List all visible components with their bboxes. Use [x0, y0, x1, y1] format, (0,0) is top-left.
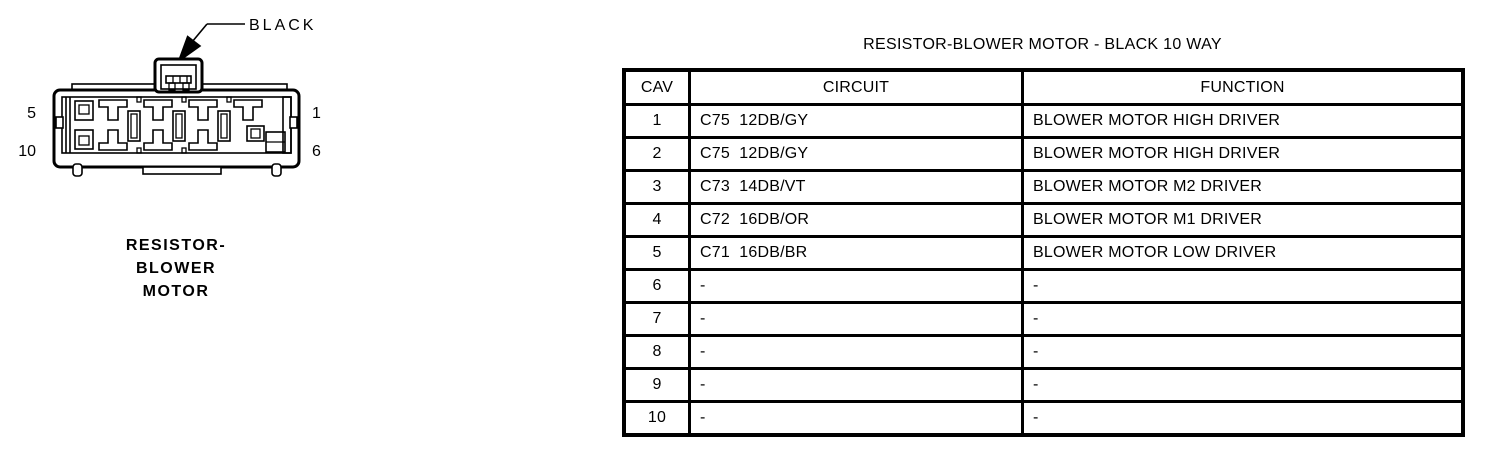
circuit-cell: -: [688, 400, 1024, 437]
table-header-row: CAV CIRCUIT FUNCTION: [622, 68, 1465, 106]
connector-caption: RESISTOR- BLOWER MOTOR: [96, 234, 256, 303]
cav-cell: 9: [622, 367, 691, 403]
pin-label-6: 6: [312, 143, 321, 160]
function-cell: BLOWER MOTOR LOW DRIVER: [1021, 235, 1465, 271]
table-row: 6--: [622, 268, 1465, 304]
pin-label-5: 5: [27, 105, 36, 122]
connector-mount-details: [72, 163, 282, 177]
function-cell: BLOWER MOTOR M2 DRIVER: [1021, 169, 1465, 205]
connector-color-label: BLACK: [249, 17, 316, 34]
cav-cell: 3: [622, 169, 691, 205]
circuit-cell: -: [688, 301, 1024, 337]
cav-cell: 4: [622, 202, 691, 238]
table-row: 7--: [622, 301, 1465, 337]
circuit-cell: C73 14DB/VT: [688, 169, 1024, 205]
function-cell: -: [1021, 268, 1465, 304]
table-row: 8--: [622, 334, 1465, 370]
function-cell: -: [1021, 400, 1465, 437]
function-cell: BLOWER MOTOR M1 DRIVER: [1021, 202, 1465, 238]
connector-latch-icon: [153, 57, 204, 94]
circuit-cell: -: [688, 367, 1024, 403]
function-cell: BLOWER MOTOR HIGH DRIVER: [1021, 136, 1465, 172]
connector-caption-line: BLOWER: [135, 260, 217, 277]
cav-cell: 6: [622, 268, 691, 304]
function-cell: BLOWER MOTOR HIGH DRIVER: [1021, 103, 1465, 139]
function-cell: -: [1021, 334, 1465, 370]
connector-caption-line: MOTOR: [142, 283, 210, 300]
cav-cell: 5: [622, 235, 691, 271]
cav-cell: 1: [622, 103, 691, 139]
circuit-cell: C72 16DB/OR: [688, 202, 1024, 238]
cav-cell: 7: [622, 301, 691, 337]
color-callout-arrow-icon: [176, 23, 245, 64]
cav-cell: 2: [622, 136, 691, 172]
connector-caption-line: RESISTOR-: [125, 237, 227, 254]
cav-cell: 10: [622, 400, 691, 437]
circuit-cell: C75 12DB/GY: [688, 136, 1024, 172]
pin-label-1: 1: [312, 105, 321, 122]
table-row: 9--: [622, 367, 1465, 403]
circuit-cell: C75 12DB/GY: [688, 103, 1024, 139]
column-header-function: FUNCTION: [1021, 68, 1465, 106]
pin-label-10: 10: [18, 143, 36, 160]
circuit-cell: C71 16DB/BR: [688, 235, 1024, 271]
table-row: 10--: [622, 400, 1465, 437]
connector-diagram: BLACK: [18, 17, 321, 177]
circuit-cell: -: [688, 334, 1024, 370]
cav-cell: 8: [622, 334, 691, 370]
connector-cavity-pattern: [74, 96, 286, 154]
table-title: RESISTOR-BLOWER MOTOR - BLACK 10 WAY: [863, 36, 1222, 53]
column-header-circuit: CIRCUIT: [688, 68, 1024, 106]
function-cell: -: [1021, 367, 1465, 403]
function-cell: -: [1021, 301, 1465, 337]
column-header-cav: CAV: [622, 68, 691, 106]
connector-side-details: [55, 96, 298, 154]
circuit-cell: -: [688, 268, 1024, 304]
